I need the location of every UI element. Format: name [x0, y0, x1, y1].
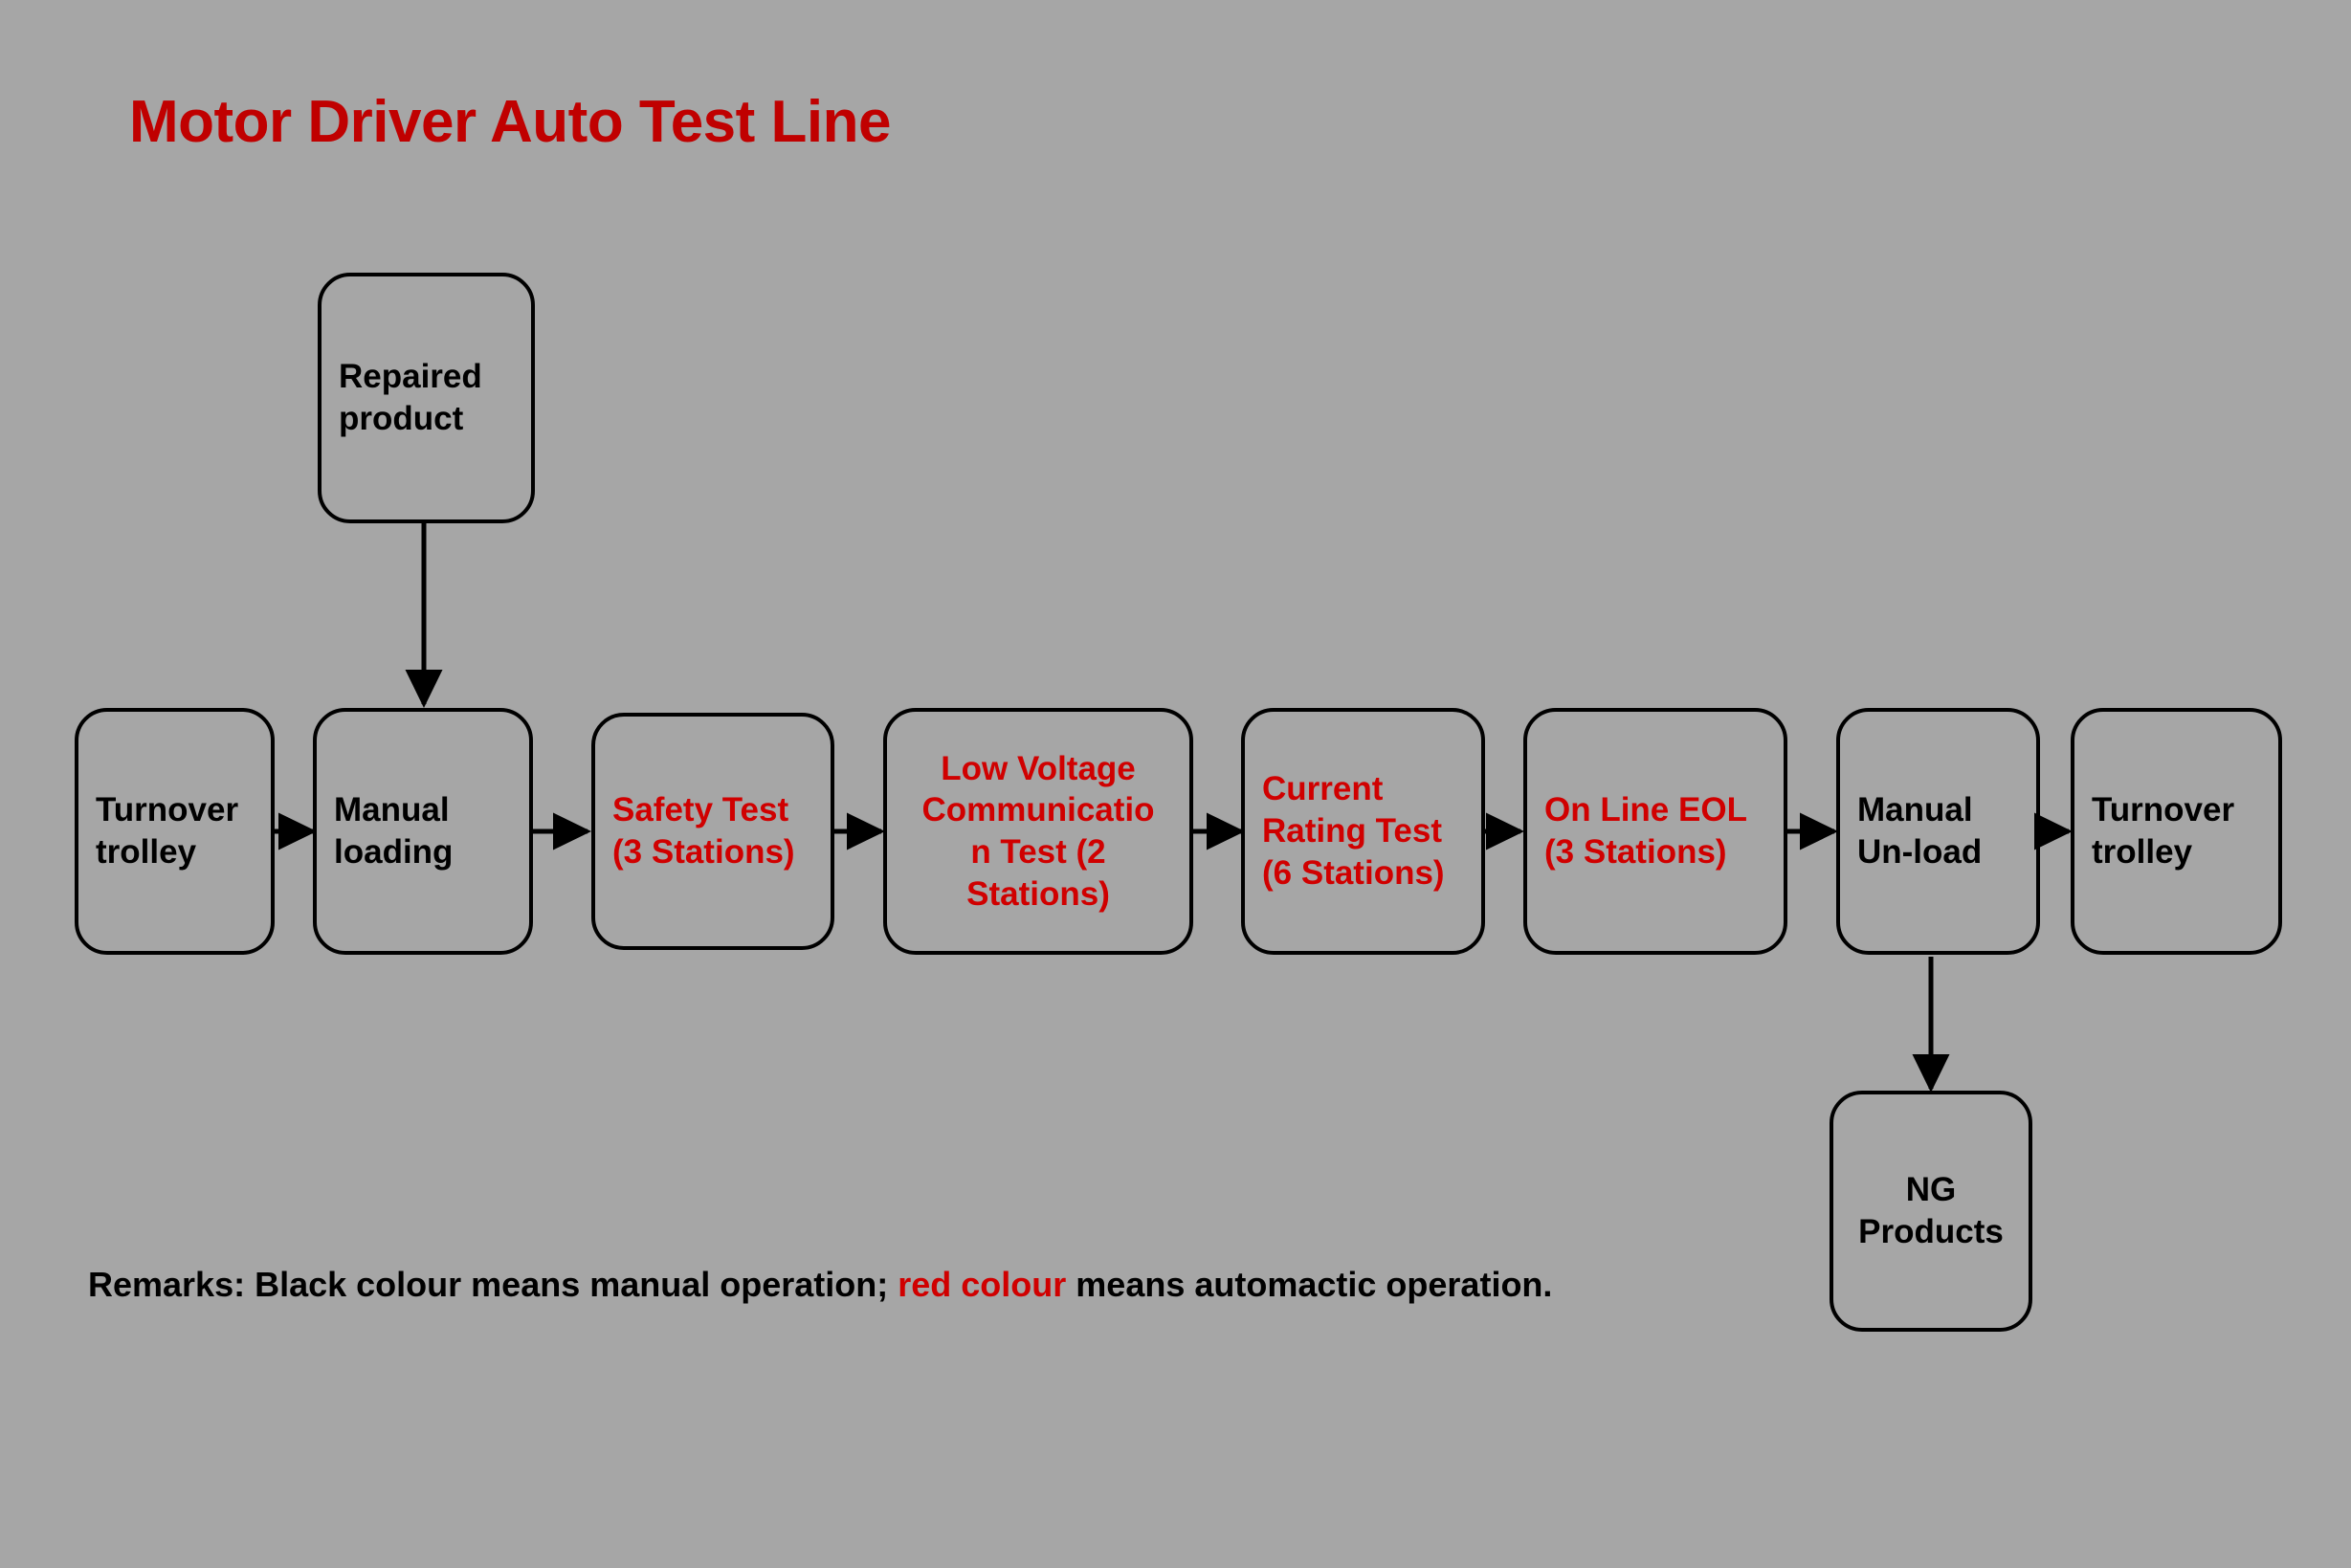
remarks-text-part2: means automactic operation.	[1066, 1265, 1553, 1304]
node-safety-test-label: Safety Test (3 Stations)	[612, 791, 795, 871]
node-manual-loading-label: Manual loading	[334, 791, 454, 871]
node-ng-products-label: NG Products	[1858, 1171, 2004, 1250]
node-on-line-eol[interactable]: On Line EOL (3 Stations)	[1523, 708, 1787, 955]
remarks-text-part1: Remarks: Black colour means manual opera…	[88, 1265, 898, 1304]
node-repaired-product-label: Repaired product	[339, 358, 482, 437]
node-repaired-product[interactable]: Repaired product	[318, 273, 535, 523]
node-ng-products[interactable]: NG Products	[1830, 1091, 2032, 1332]
node-manual-loading[interactable]: Manual loading	[313, 708, 533, 955]
remarks-note: Remarks: Black colour means manual opera…	[88, 1265, 1552, 1305]
node-turnover-trolley-out-label: Turnover trolley	[2092, 791, 2235, 871]
node-low-voltage-communication-test-label: Low Voltage Communicatio n Test (2 Stati…	[921, 749, 1155, 913]
node-turnover-trolley-out[interactable]: Turnover trolley	[2071, 708, 2282, 955]
node-turnover-trolley-in[interactable]: Turnover trolley	[75, 708, 275, 955]
remarks-red-colour-highlight: red colour	[898, 1265, 1067, 1304]
node-current-rating-test[interactable]: Current Rating Test (6 Stations)	[1241, 708, 1485, 955]
node-manual-unload-label: Manual Un-load	[1857, 791, 1983, 871]
node-low-voltage-communication-test[interactable]: Low Voltage Communicatio n Test (2 Stati…	[883, 708, 1193, 955]
node-manual-unload[interactable]: Manual Un-load	[1836, 708, 2040, 955]
node-on-line-eol-label: On Line EOL (3 Stations)	[1544, 791, 1747, 871]
node-turnover-trolley-in-label: Turnover trolley	[96, 791, 239, 871]
node-current-rating-test-label: Current Rating Test (6 Stations)	[1262, 770, 1445, 892]
node-safety-test[interactable]: Safety Test (3 Stations)	[591, 713, 834, 950]
page-title: Motor Driver Auto Test Line	[129, 89, 891, 155]
